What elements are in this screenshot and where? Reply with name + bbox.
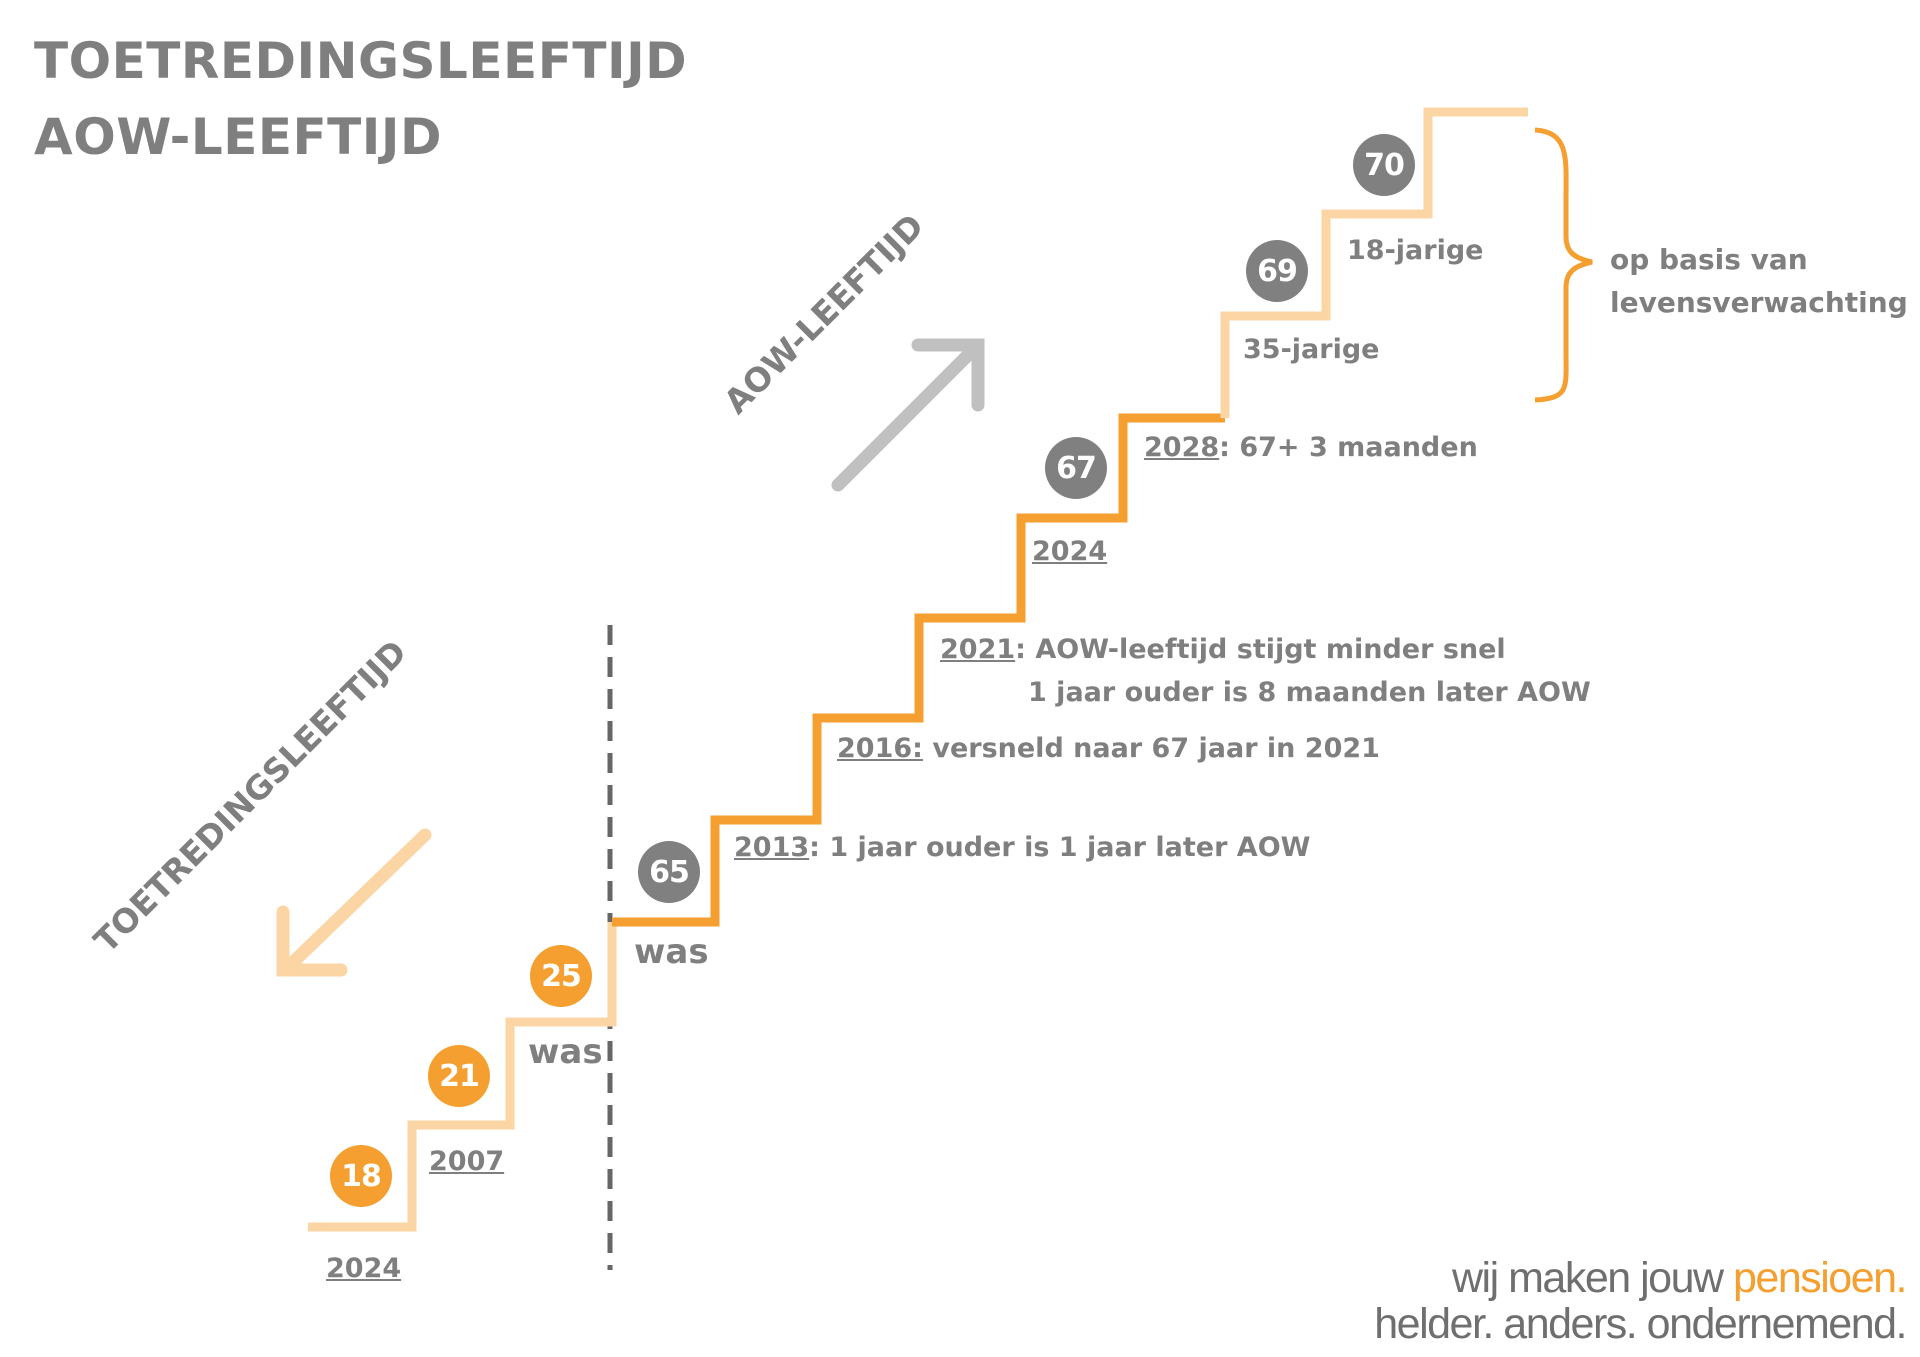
arrow-down-left-icon	[276, 828, 432, 977]
tagline-line2: helder. anders. ondernemend.	[1374, 1300, 1907, 1348]
connector-step	[607, 922, 617, 1027]
was-aow-label: was	[634, 932, 709, 972]
toetreding-staircase	[308, 1017, 610, 1232]
aow-staircase-history	[612, 413, 1225, 927]
aow-staircase-future	[1220, 107, 1528, 418]
aow-badge-70: 70	[1353, 134, 1415, 196]
tagline-line1: wij maken jouw pensioen.	[1452, 1254, 1908, 1302]
annotation-18-jarige: 18-jarige	[1347, 235, 1484, 266]
was-toetreding-label: was	[528, 1032, 603, 1072]
levensverwachting-note-line1: op basis van	[1610, 243, 1808, 276]
aow-badge-65: 65	[638, 841, 700, 903]
page-title-line2: AOW-LEEFTIJD	[34, 108, 443, 166]
curly-brace-icon	[1534, 127, 1593, 403]
annotation-2021-line2: 1 jaar ouder is 8 maanden later AOW	[1028, 677, 1591, 708]
annotation-2021-line1: 2021: AOW-leeftijd stijgt minder snel	[940, 634, 1506, 665]
toetreding-badge-18: 18	[330, 1145, 392, 1207]
page-title-line1: TOETREDINGSLEEFTIJD	[34, 32, 688, 90]
levensverwachting-note-line2: levensverwachting	[1610, 286, 1908, 319]
aow-badge-69: 69	[1246, 240, 1308, 302]
annotation-2028: 2028: 67+ 3 maanden	[1144, 432, 1478, 463]
annotation-2016: 2016: versneld naar 67 jaar in 2021	[837, 733, 1380, 764]
arrow-up-right-icon	[831, 338, 985, 492]
annotation-2013: 2013: 1 jaar ouder is 1 jaar later AOW	[734, 832, 1311, 863]
toetreding-badge-25: 25	[530, 945, 592, 1007]
annotation-2024-toetreding: 2024	[326, 1253, 402, 1284]
toetreding-badge-21: 21	[428, 1045, 490, 1107]
annotation-35-jarige: 35-jarige	[1243, 334, 1380, 365]
annotation-2024-aow: 2024	[1032, 536, 1108, 567]
levensverwachting-note: op basis van levensverwachting	[1610, 238, 1908, 324]
aow-badge-67: 67	[1045, 437, 1107, 499]
annotation-2007: 2007	[429, 1146, 505, 1177]
tagline: wij maken jouw pensioen. helder. anders.…	[1374, 1254, 1908, 1348]
